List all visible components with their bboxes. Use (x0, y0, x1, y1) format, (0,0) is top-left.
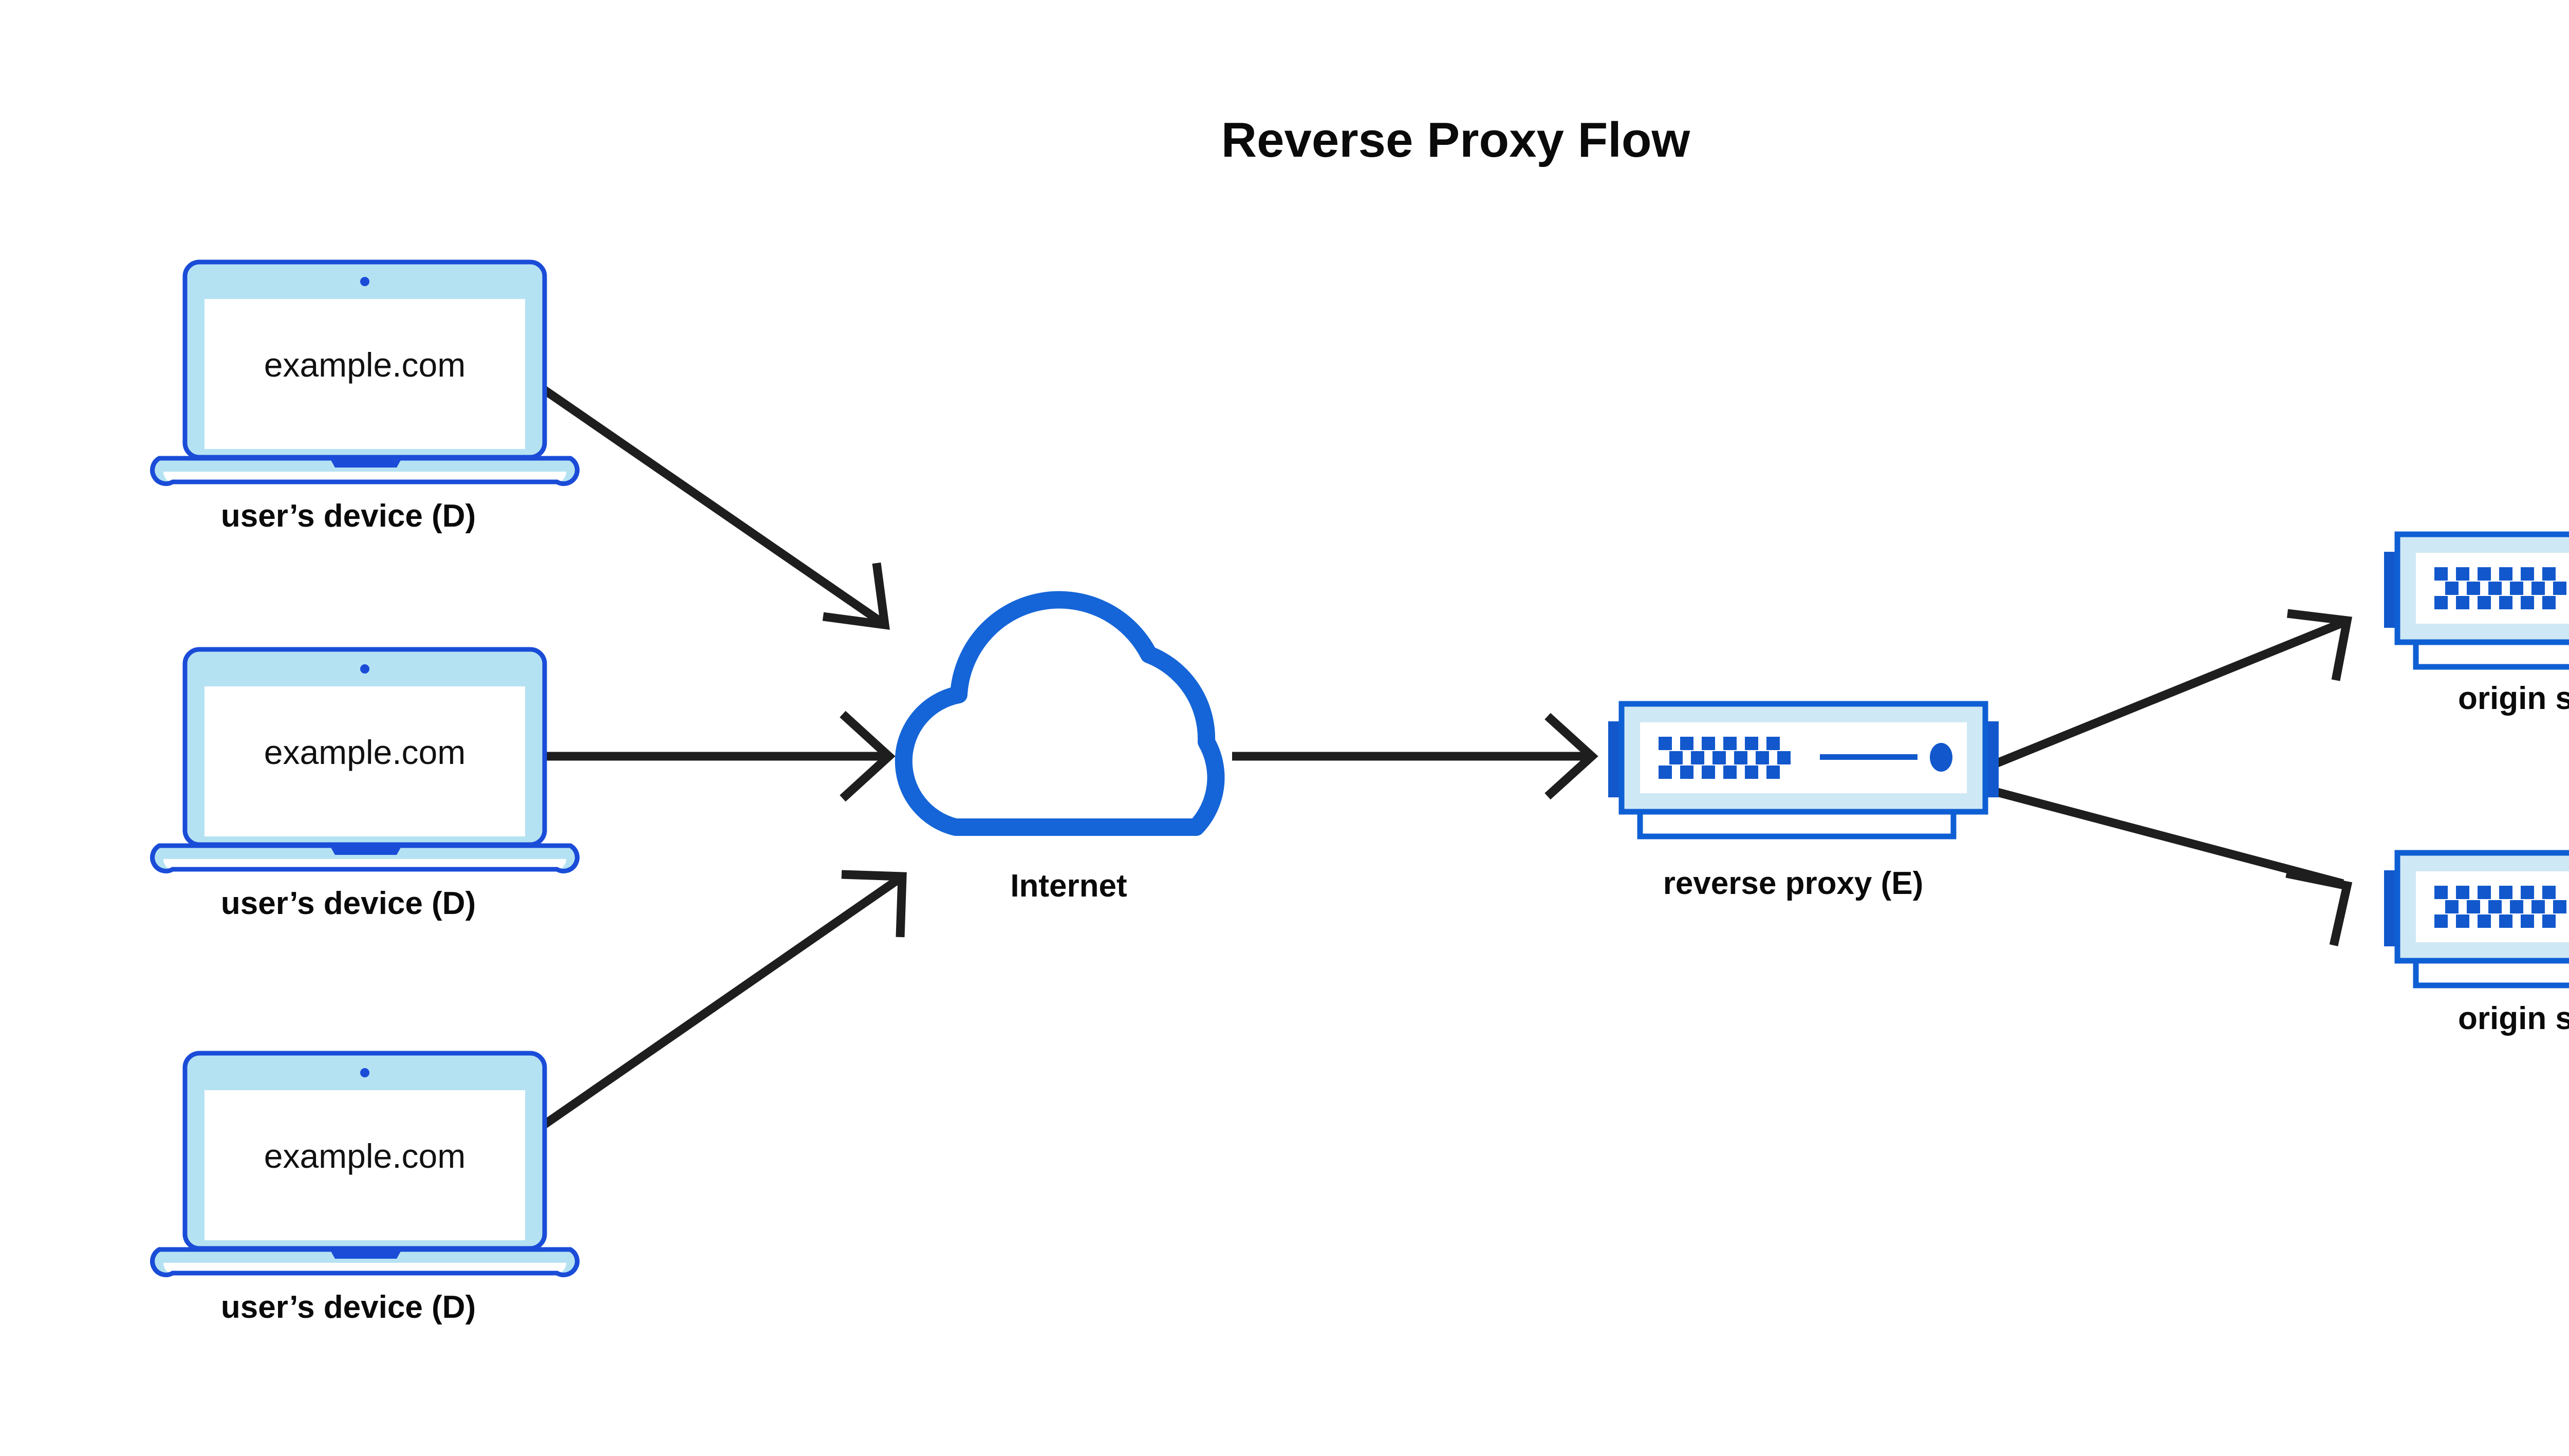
origin-2-label: origin server (F) (2458, 1001, 2569, 1036)
page-title: Reverse Proxy Flow (1221, 113, 1690, 167)
node-origin-2[interactable]: origin server (F) (2384, 853, 2569, 1036)
node-internet[interactable]: Internet (895, 591, 1225, 904)
origin-1-label: origin server (F) (2458, 681, 2569, 716)
cloud-icon (895, 591, 1225, 836)
client-3-label: user’s device (D) (221, 1290, 476, 1325)
edge-client2-to-internet (514, 711, 896, 802)
node-client-2[interactable]: example.com user’s device (D) (153, 649, 578, 921)
client-screen-text: example.com (264, 346, 466, 384)
server-icon (2384, 853, 2569, 985)
client-screen-text: example.com (264, 1137, 466, 1175)
node-client-3[interactable]: example.com user’s device (D) (153, 1053, 578, 1325)
edge-client1-to-internet (511, 365, 890, 630)
internet-label: Internet (1010, 868, 1127, 904)
edges-layer (511, 365, 2353, 1149)
edge-internet-to-proxy (1232, 713, 1598, 800)
client-1-label: user’s device (D) (221, 498, 476, 534)
node-origin-1[interactable]: origin server (F) (2384, 534, 2569, 716)
edge-proxy-to-origin1 (1991, 609, 2353, 769)
client-2-label: user’s device (D) (221, 886, 476, 921)
edge-proxy-to-origin2 (1992, 787, 2353, 946)
client-screen-text: example.com (264, 733, 466, 771)
node-reverse-proxy[interactable]: reverse proxy (E) (1608, 704, 1999, 901)
server-icon (1608, 704, 1999, 836)
edge-client3-to-internet (511, 870, 907, 1149)
node-client-1[interactable]: example.com user’s device (D) (153, 262, 578, 534)
server-icon (2384, 534, 2569, 667)
reverse-proxy-label: reverse proxy (E) (1663, 866, 1924, 901)
